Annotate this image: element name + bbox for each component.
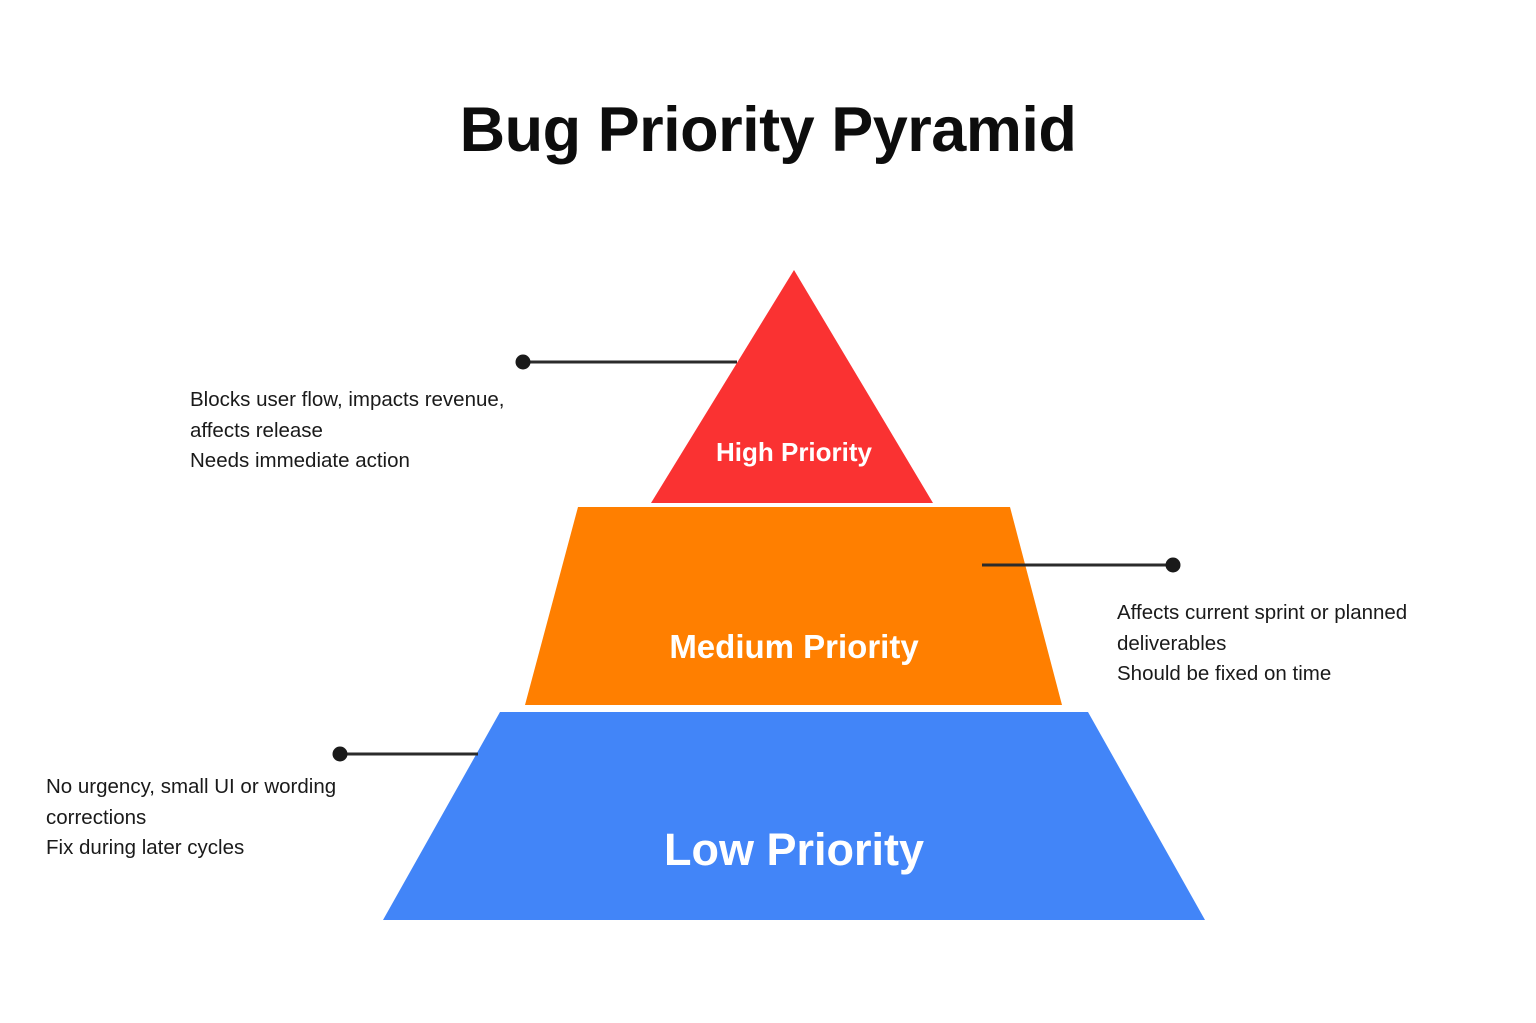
pyramid-tier-high[interactable] bbox=[651, 270, 933, 503]
annotation-medium-priority: Affects current sprint or planned delive… bbox=[1117, 601, 1408, 685]
page-title: Bug Priority Pyramid bbox=[459, 95, 1077, 165]
annotation-high-priority: Blocks user flow, impacts revenue, affec… bbox=[190, 388, 505, 472]
leader-dot-low bbox=[332, 746, 348, 762]
pyramid-tier-medium[interactable] bbox=[525, 507, 1062, 705]
leader-line-medium bbox=[982, 557, 1181, 573]
leader-dot-high bbox=[515, 354, 531, 370]
leader-dot-medium bbox=[1165, 557, 1181, 573]
leader-line-high bbox=[515, 354, 737, 370]
leader-line-low bbox=[332, 746, 478, 762]
pyramid-tier-low[interactable] bbox=[383, 712, 1205, 920]
annotation-low-priority: No urgency, small UI or wording correcti… bbox=[46, 775, 337, 859]
